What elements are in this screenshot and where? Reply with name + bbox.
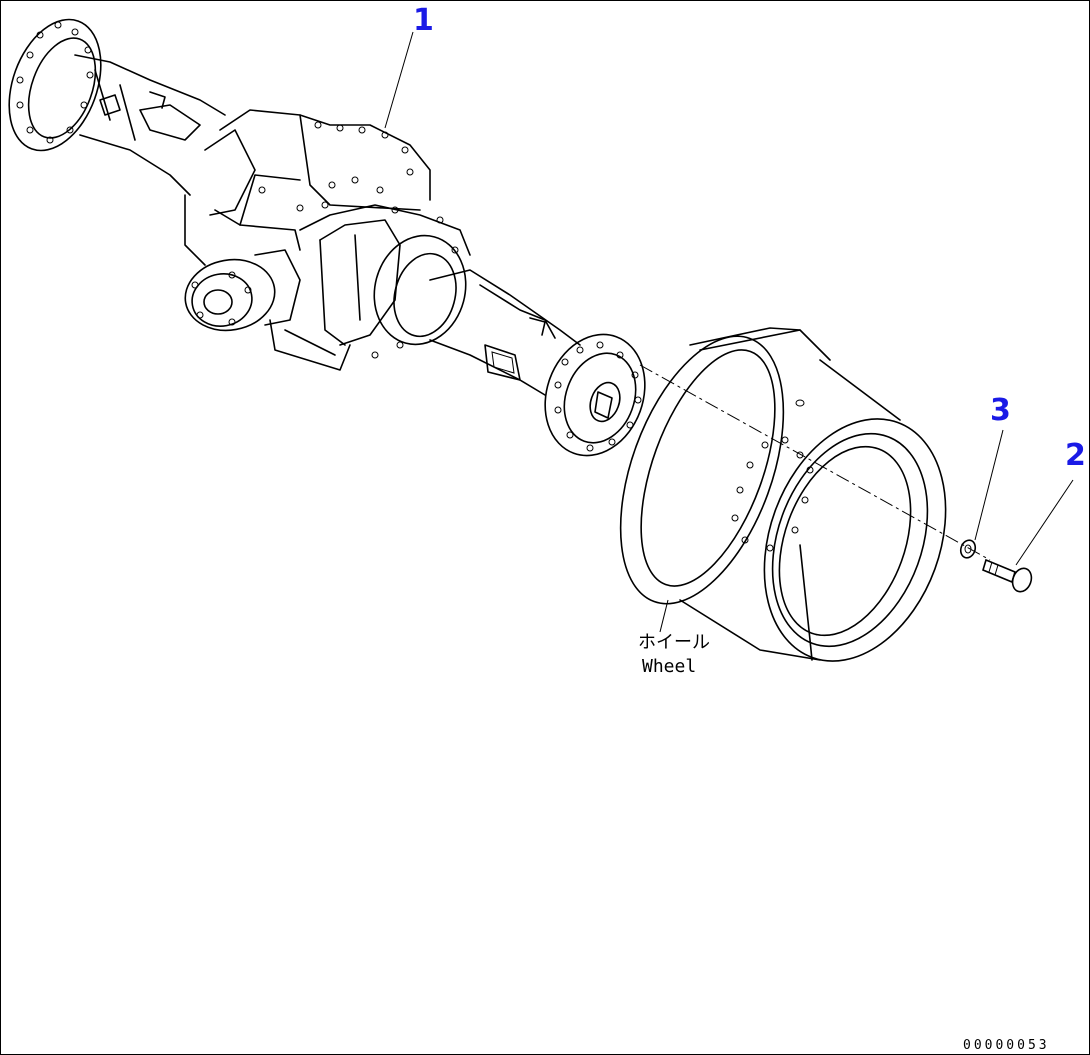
leader-lines — [384, 31, 1074, 633]
right-hub-flange — [544, 333, 646, 457]
wheel-label-en: Wheel — [642, 656, 696, 677]
bolt — [982, 558, 1033, 593]
wheel-rim — [619, 327, 947, 662]
callout-1: 1 — [413, 3, 434, 38]
left-hub-flange — [8, 18, 102, 152]
wheel-label-jp: ホイール — [638, 632, 710, 653]
differential-housing — [184, 109, 471, 371]
callout-2: 2 — [1065, 438, 1086, 473]
left-axle-housing — [74, 54, 226, 196]
drawing-code: 00000053 — [963, 1038, 1050, 1053]
callout-3: 3 — [990, 393, 1011, 428]
washer — [959, 539, 977, 559]
pinion-yoke — [184, 249, 301, 332]
right-axle-housing — [429, 269, 581, 396]
center-axis-line — [639, 364, 991, 561]
